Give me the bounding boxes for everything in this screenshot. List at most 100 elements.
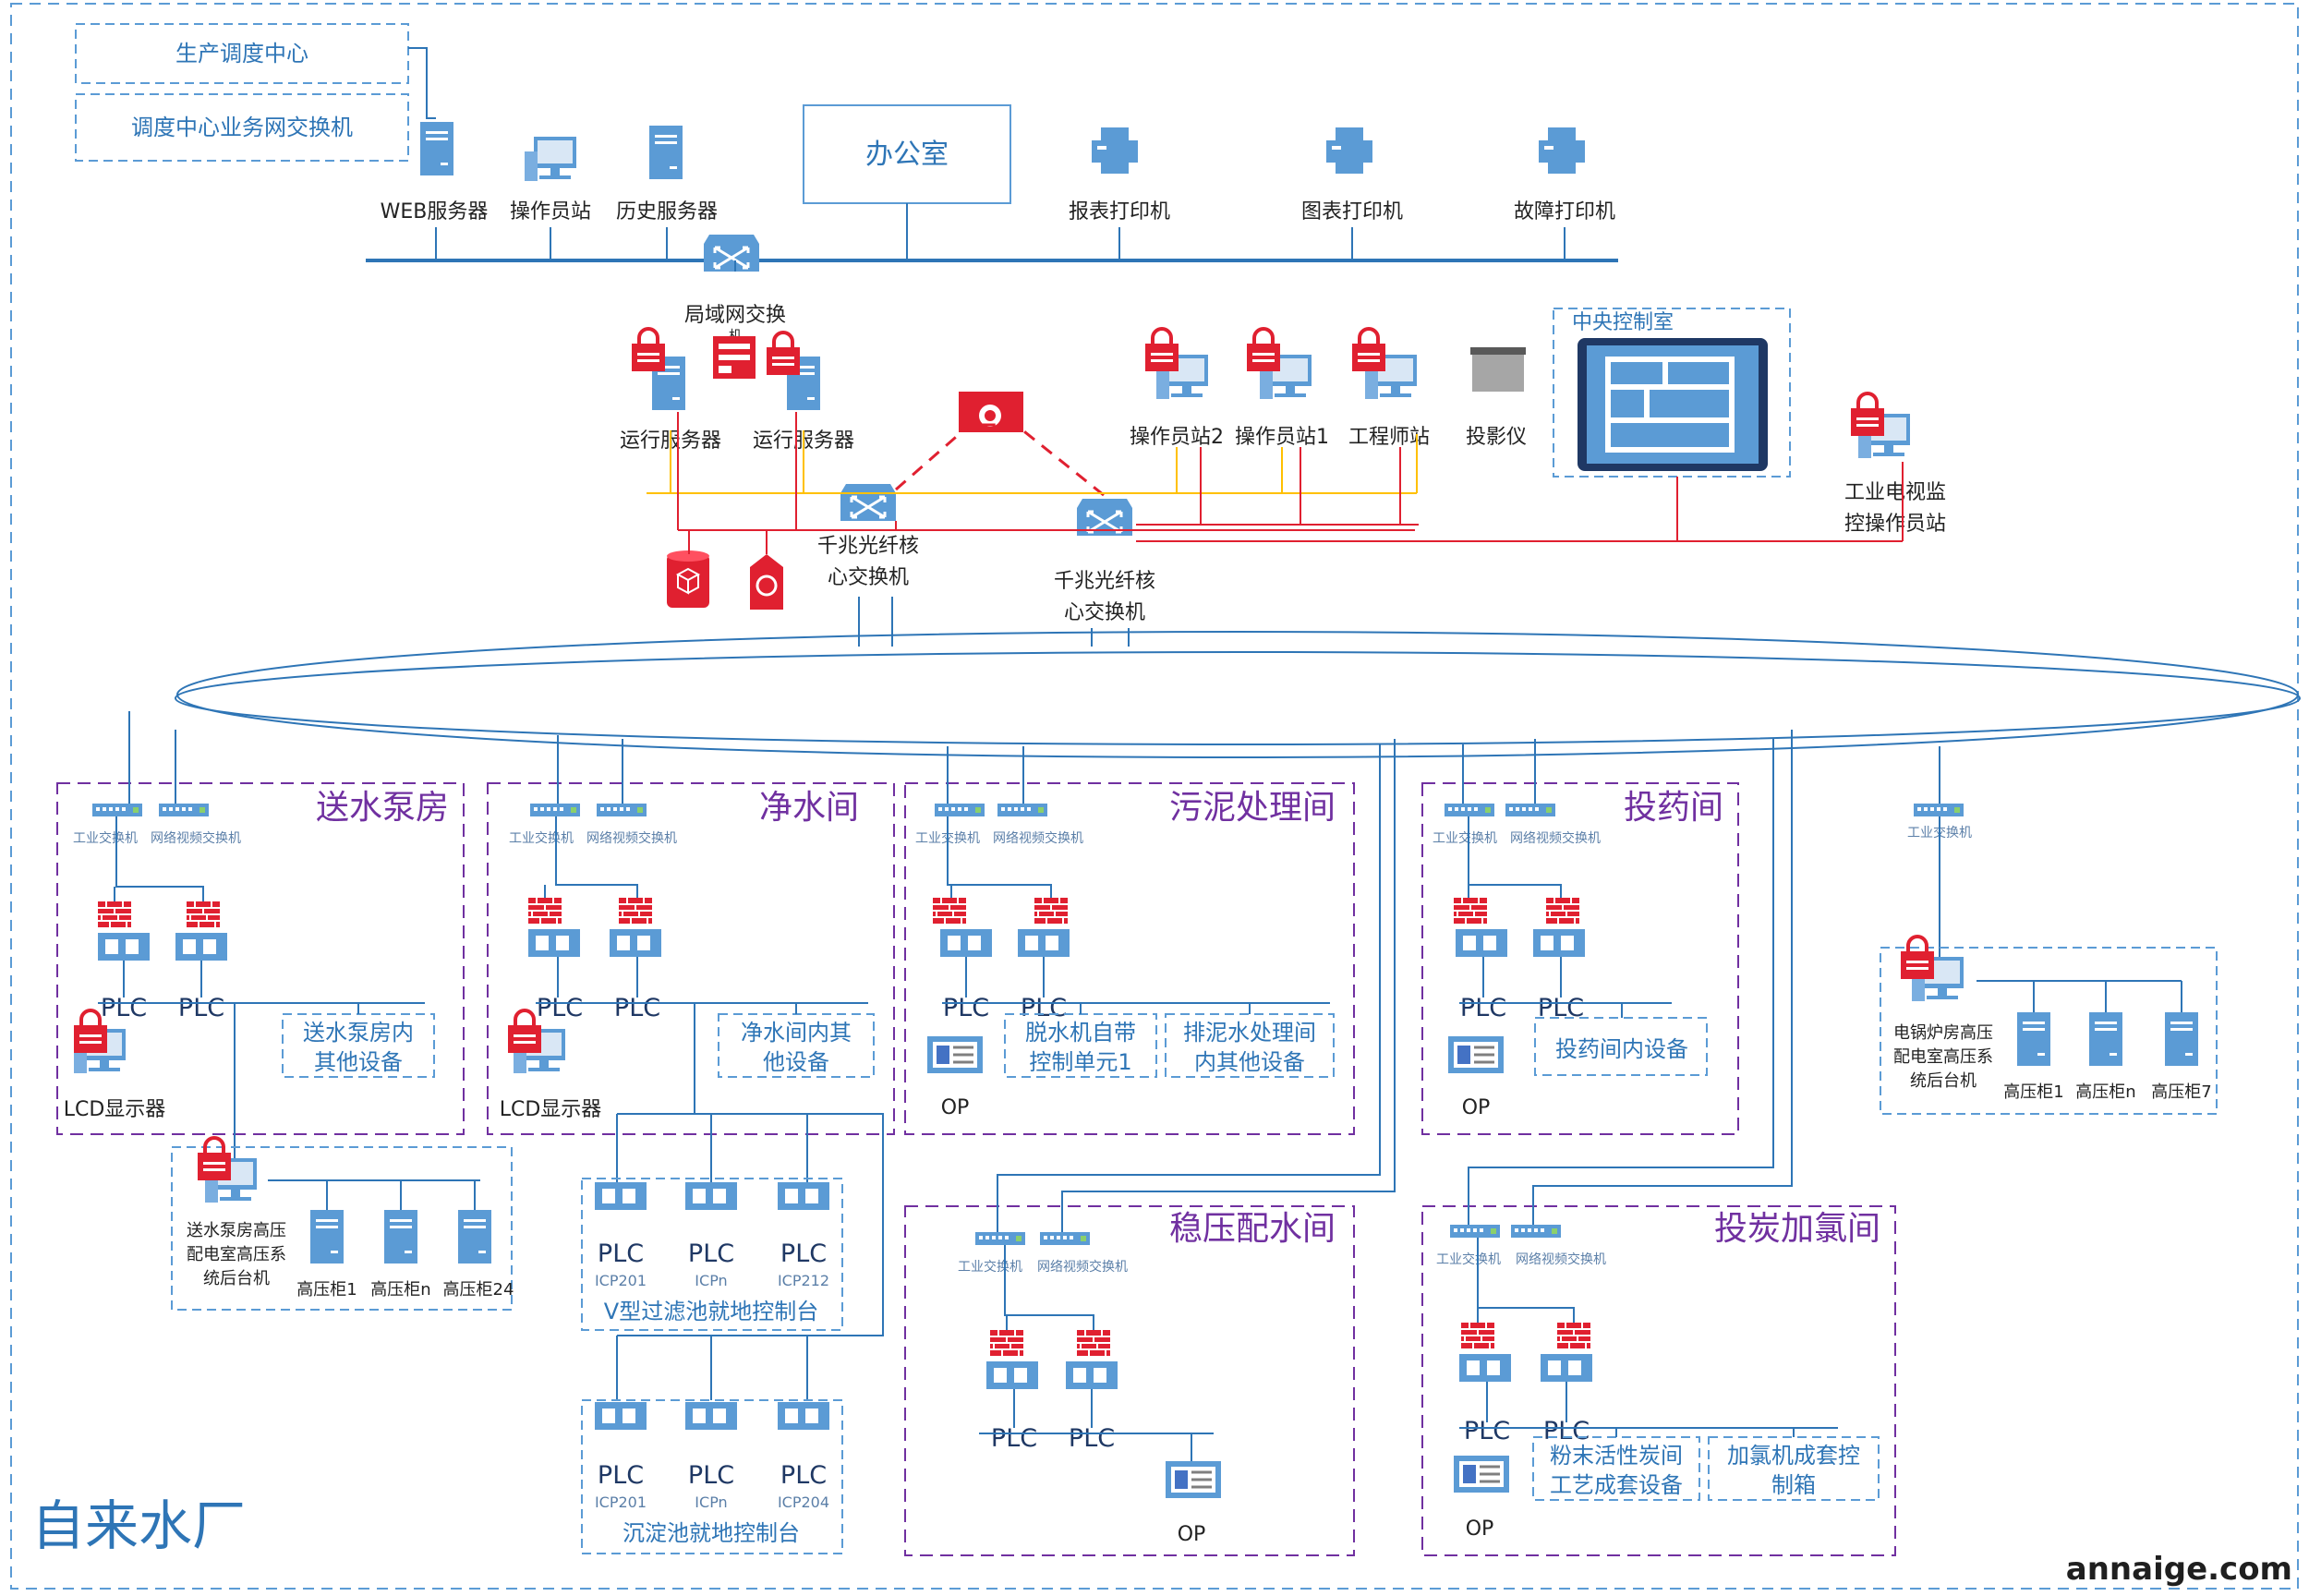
stable-video-switch-label: 网络视频交换机 [1037,1259,1128,1275]
pump-ind-switch-label: 工业交换机 [73,830,138,846]
dosing-op-label: OP [1462,1096,1491,1119]
outer-frame [10,3,2299,1590]
zone-purify-box [487,782,895,1135]
vfilter-icp-3-label: ICP212 [778,1272,829,1289]
stable-plc-1-icon [986,1361,1038,1389]
carbon-wiring [1459,730,1838,1437]
op-station-1-label: 操作员站1 [1235,426,1329,449]
dosing-plc-1-icon [1456,929,1507,957]
dispatch-switch-box [75,93,409,162]
pump-hv-cab-n-icon [384,1210,417,1264]
run-server-1-lock-icon [630,327,667,373]
vfilter-plc-2-label: PLC [688,1239,734,1268]
boiler-host-label-3: 统后台机 [1910,1071,1977,1091]
history-server-icon [649,126,683,179]
dosing-other-label: 投药间内设备 [1555,1036,1688,1062]
purify-lcd-label: LCD显示器 [500,1098,602,1121]
purify-plc-2-icon [610,929,661,957]
cctv-station-label-2: 控操作员站 [1844,513,1946,536]
pump-lcd-label: LCD显示器 [64,1098,166,1121]
stable-plc-2-label: PLC [1069,1424,1115,1453]
office-label: 办公室 [865,139,949,171]
core-switch-b-label-1: 千兆光纤核 [1054,570,1155,593]
pump-hv-box [171,1146,513,1311]
purify-video-switch-label: 网络视频交换机 [586,830,677,846]
zone-carbon-title: 投炭加氯间 [1714,1210,1880,1248]
storage-array-icon [667,550,709,608]
operator-station-icon [525,137,576,181]
core-switch-b-label-2: 心交换机 [1064,601,1145,624]
pump-firewall-1-icon [97,901,132,928]
carbon-firewall-2-icon [1556,1322,1591,1349]
sludge-plc-1-icon [940,929,992,957]
pump-hv-drops [326,1180,476,1210]
dispatch-link [408,47,436,119]
op-station-2-lock-icon [1143,327,1180,373]
purify-firewall-2-icon [618,897,653,925]
pump-wiring [98,711,425,1164]
boiler-cab-7-icon [2165,1012,2198,1066]
dosing-op-icon [1446,1034,1505,1075]
vfilter-box [581,1178,843,1331]
sediment-plc-1-label: PLC [598,1461,644,1490]
sediment-plc-3-icon [778,1402,829,1430]
core-switch-a-icon [839,482,898,523]
sediment-plc-1-icon [595,1402,647,1430]
boiler-cab-n-icon [2089,1012,2122,1066]
vfilter-title: V型过滤池就地控制台 [604,1299,818,1324]
vfilter-plc-2-icon [685,1182,737,1210]
dispatch-center-box [75,23,409,84]
dosing-ind-switch-label: 工业交换机 [1433,830,1497,846]
pump-hv-cab-24-label: 高压柜24 [443,1280,514,1300]
carbon-ind-switch-icon [1450,1225,1500,1238]
projector-icon [1470,347,1526,392]
lan-switch-icon [702,233,761,273]
stable-wiring [979,739,1396,1461]
core-switch-a-label-1: 千兆光纤核 [817,535,919,558]
stable-plc-1-label: PLC [991,1424,1037,1453]
stable-video-switch-icon [1040,1232,1090,1245]
web-server-icon [420,122,453,175]
purify-wiring [536,735,884,1400]
sludge-firewall-2-icon [1034,897,1069,925]
dispatch-center-label: 生产调度中心 [175,41,308,66]
web-server-label: WEB服务器 [381,200,489,224]
sludge-video-switch-label: 网络视频交换机 [993,830,1083,846]
sludge-op-label: OP [941,1096,970,1119]
plant-title: 自来水厂 [31,1494,246,1557]
purify-plc-1-label: PLC [537,994,583,1022]
purify-other-label-2: 他设备 [763,1049,829,1075]
backup-device-icon [750,554,783,610]
op-station-1-lock-icon [1245,327,1282,373]
sediment-icp-1-label: ICP201 [595,1493,647,1511]
carbon-video-switch-label: 网络视频交换机 [1516,1251,1606,1267]
operator-station-label: 操作员站 [510,200,591,224]
purify-ind-switch-icon [530,804,580,816]
chart-printer-icon [1326,127,1372,174]
boiler-host-label-1: 电锅炉房高压 [1893,1023,1993,1043]
central-control-box [1553,308,1791,478]
sludge-plc-2-label: PLC [1021,994,1067,1022]
boiler-host-lock-icon [1899,935,1936,981]
pump-hv-host-label-1: 送水泵房高压 [187,1221,286,1240]
purify-ind-switch-label: 工业交换机 [509,830,574,846]
boiler-hv-box [1880,947,2218,1115]
report-printer-label: 报表打印机 [1069,200,1170,224]
sludge-wiring [942,746,1330,1014]
carbon-op-label: OP [1466,1517,1494,1541]
pump-hv-cab-n-label: 高压柜n [370,1280,430,1300]
pump-hv-host-lock-icon [196,1136,233,1182]
pump-hv-host-label-2: 配电室高压系 [187,1245,286,1264]
sediment-plc-2-icon [685,1402,737,1430]
purify-firewall-1-icon [527,897,562,925]
engineer-station-lock-icon [1350,327,1387,373]
sediment-plc-3-label: PLC [780,1461,827,1490]
dosing-video-switch-icon [1505,804,1555,816]
pump-plc-2-icon [175,933,227,961]
cctv-station-lock-icon [1849,392,1886,438]
video-wall-icon [1578,338,1768,471]
vfilter-plc-3-label: PLC [780,1239,827,1268]
zone-carbon-box [1421,1205,1896,1556]
